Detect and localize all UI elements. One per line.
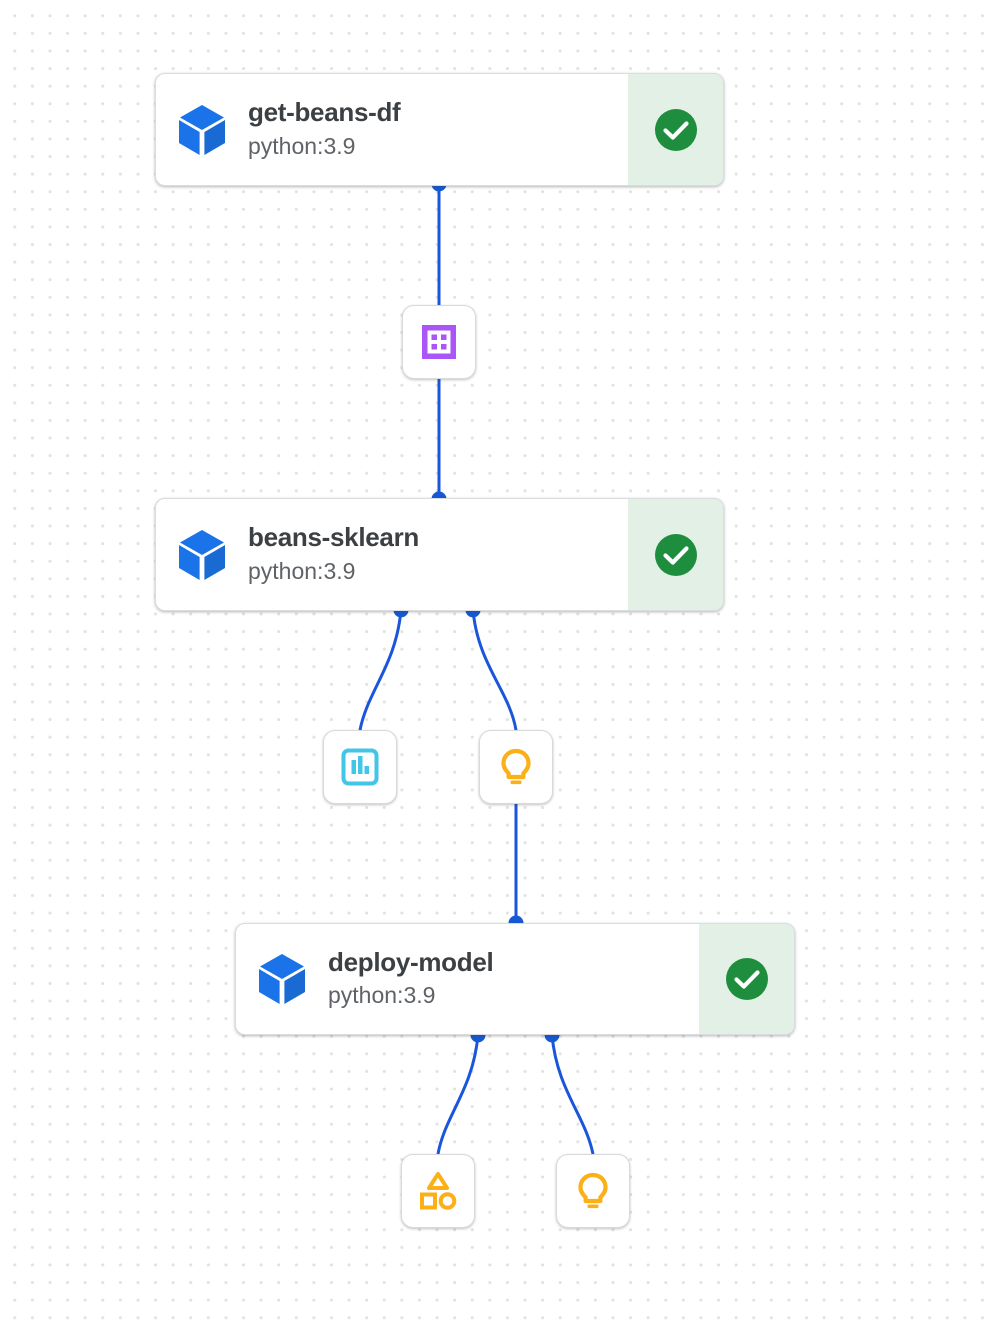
cube-icon [257, 952, 307, 1006]
node-title: beans-sklearn [248, 522, 419, 553]
status-badge-succeeded [628, 74, 723, 185]
cube-icon [177, 103, 227, 157]
node-text-block: get-beans-df python:3.9 [248, 74, 628, 185]
check-circle-icon [724, 956, 770, 1002]
node-title: get-beans-df [248, 97, 401, 128]
cube-icon [177, 528, 227, 582]
node-icon-wrap [156, 74, 248, 185]
lightbulb-icon [573, 1171, 613, 1211]
task-node-beans-sklearn[interactable]: beans-sklearn python:3.9 [155, 498, 724, 611]
check-circle-icon [653, 532, 699, 578]
check-circle-icon [653, 107, 699, 153]
lightbulb-icon [496, 747, 536, 787]
node-text-block: beans-sklearn python:3.9 [248, 499, 628, 610]
status-badge-succeeded [699, 924, 794, 1034]
task-node-deploy-model[interactable]: deploy-model python:3.9 [235, 923, 795, 1035]
edge-deploy-model-to-classification [436, 1034, 480, 1155]
edge-beans-sklearn-to-markdown-1 [471, 609, 518, 731]
artifact-node-classification[interactable] [401, 1154, 475, 1228]
node-text-block: deploy-model python:3.9 [328, 924, 699, 1034]
node-icon-wrap [236, 924, 328, 1034]
shapes-icon [417, 1171, 459, 1211]
artifact-node-metrics[interactable] [323, 730, 397, 804]
node-subtitle: python:3.9 [248, 132, 356, 159]
dataset-icon [420, 323, 458, 361]
node-title: deploy-model [328, 946, 494, 977]
task-node-get-beans-df[interactable]: get-beans-df python:3.9 [155, 73, 724, 186]
artifact-node-markdown-1[interactable] [479, 730, 553, 804]
status-badge-succeeded [628, 499, 723, 610]
bar-chart-icon [340, 747, 380, 787]
artifact-node-dataset[interactable] [402, 305, 476, 379]
artifact-node-markdown-2[interactable] [556, 1154, 630, 1228]
node-subtitle: python:3.9 [328, 982, 436, 1009]
node-icon-wrap [156, 499, 248, 610]
edge-beans-sklearn-to-metrics [358, 609, 403, 731]
node-subtitle: python:3.9 [248, 557, 356, 584]
edge-deploy-model-to-markdown-2 [550, 1034, 595, 1155]
